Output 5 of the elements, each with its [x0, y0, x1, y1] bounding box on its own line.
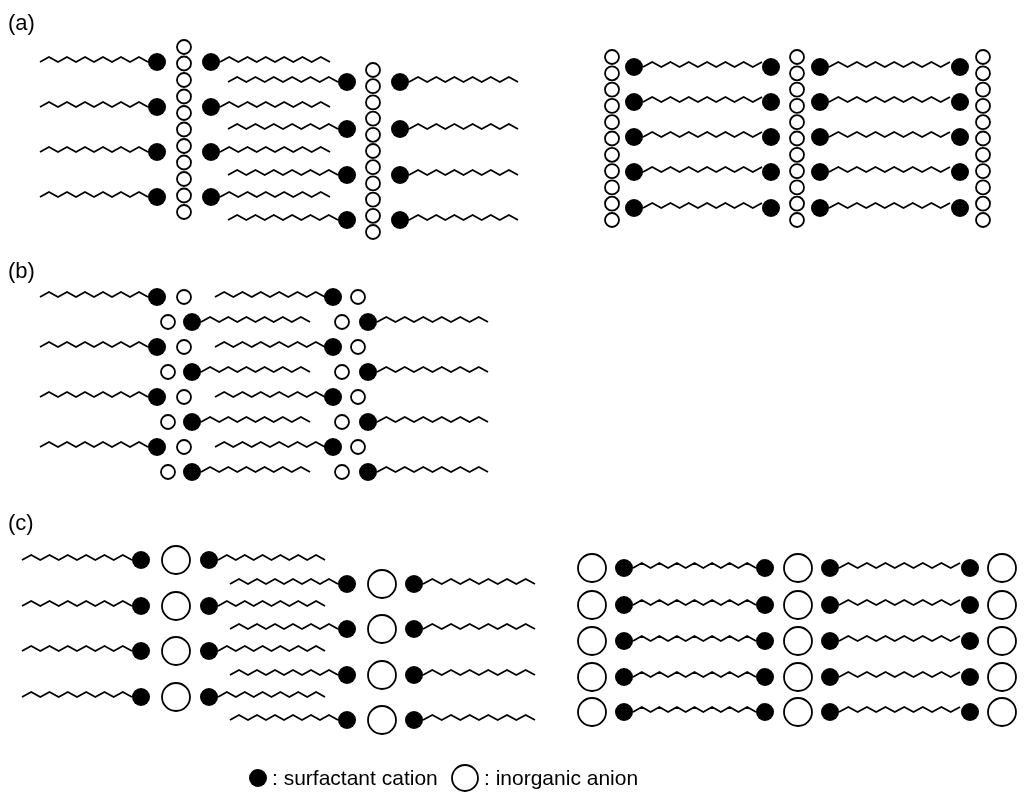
panel-label: (b) — [8, 260, 35, 282]
legend-text: : inorganic anion — [484, 767, 639, 788]
legend-text: : surfactant cation — [272, 767, 438, 788]
panel-label: (c) — [8, 512, 34, 534]
panel-label: (a) — [8, 12, 35, 34]
